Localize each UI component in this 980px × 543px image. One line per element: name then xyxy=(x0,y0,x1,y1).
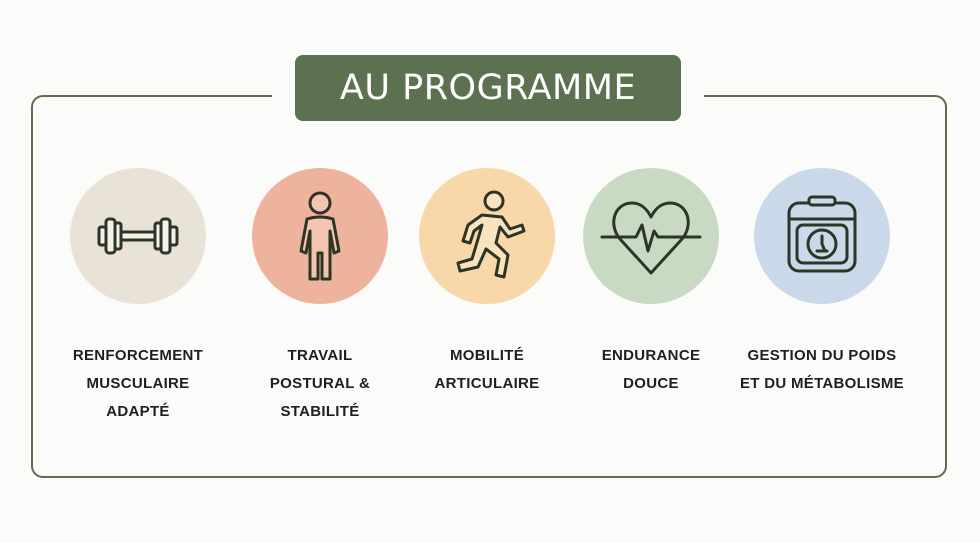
item-label-line: MOBILITÉ xyxy=(449,347,525,364)
running-person-icon xyxy=(456,190,526,279)
title-banner: AU PROGRAMME xyxy=(295,55,681,121)
item-label-line: ADAPTÉ xyxy=(106,403,170,420)
item-circle xyxy=(252,168,388,304)
item-circle xyxy=(583,168,719,304)
item-label-line: ARTICULAIRE xyxy=(434,375,540,392)
item-label: RENFORCEMENT MUSCULAIRE ADAPTÉ xyxy=(73,342,203,426)
item-label: TRAVAIL POSTURAL & STABILITÉ xyxy=(270,342,370,426)
item-label: GESTION DU POIDS ET DU MÉTABOLISME xyxy=(740,342,904,398)
item-label: ENDURANCE DOUCE xyxy=(602,342,701,398)
item-label-line: POSTURAL & xyxy=(269,375,371,392)
item-label-line: GESTION DU POIDS xyxy=(747,347,897,364)
item-label-line: TRAVAIL xyxy=(287,347,353,364)
item-label-line: RENFORCEMENT xyxy=(72,347,204,364)
item-label-line: ET DU MÉTABOLISME xyxy=(740,375,904,392)
program-item-endurance: ENDURANCE DOUCE xyxy=(556,0,746,398)
item-circle xyxy=(419,168,555,304)
item-label: MOBILITÉ ARTICULAIRE xyxy=(435,342,540,398)
item-label-line: DOUCE xyxy=(623,375,679,392)
item-label-line: STABILITÉ xyxy=(280,403,360,420)
item-circle xyxy=(70,168,206,304)
heart-pulse-icon xyxy=(600,201,702,275)
program-item-mobilite: MOBILITÉ ARTICULAIRE xyxy=(392,0,582,398)
item-circle xyxy=(754,168,890,304)
program-item-renforcement: RENFORCEMENT MUSCULAIRE ADAPTÉ xyxy=(43,0,233,426)
item-label-line: MUSCULAIRE xyxy=(86,375,190,392)
standing-person-icon xyxy=(299,191,341,281)
scale-icon xyxy=(787,195,857,273)
program-item-gestion-poids: GESTION DU POIDS ET DU MÉTABOLISME xyxy=(727,0,917,398)
dumbbell-icon xyxy=(97,217,179,255)
program-item-travail-postural: TRAVAIL POSTURAL & STABILITÉ xyxy=(225,0,415,426)
item-label-line: ENDURANCE xyxy=(601,347,701,364)
page-title: AU PROGRAMME xyxy=(339,68,637,108)
